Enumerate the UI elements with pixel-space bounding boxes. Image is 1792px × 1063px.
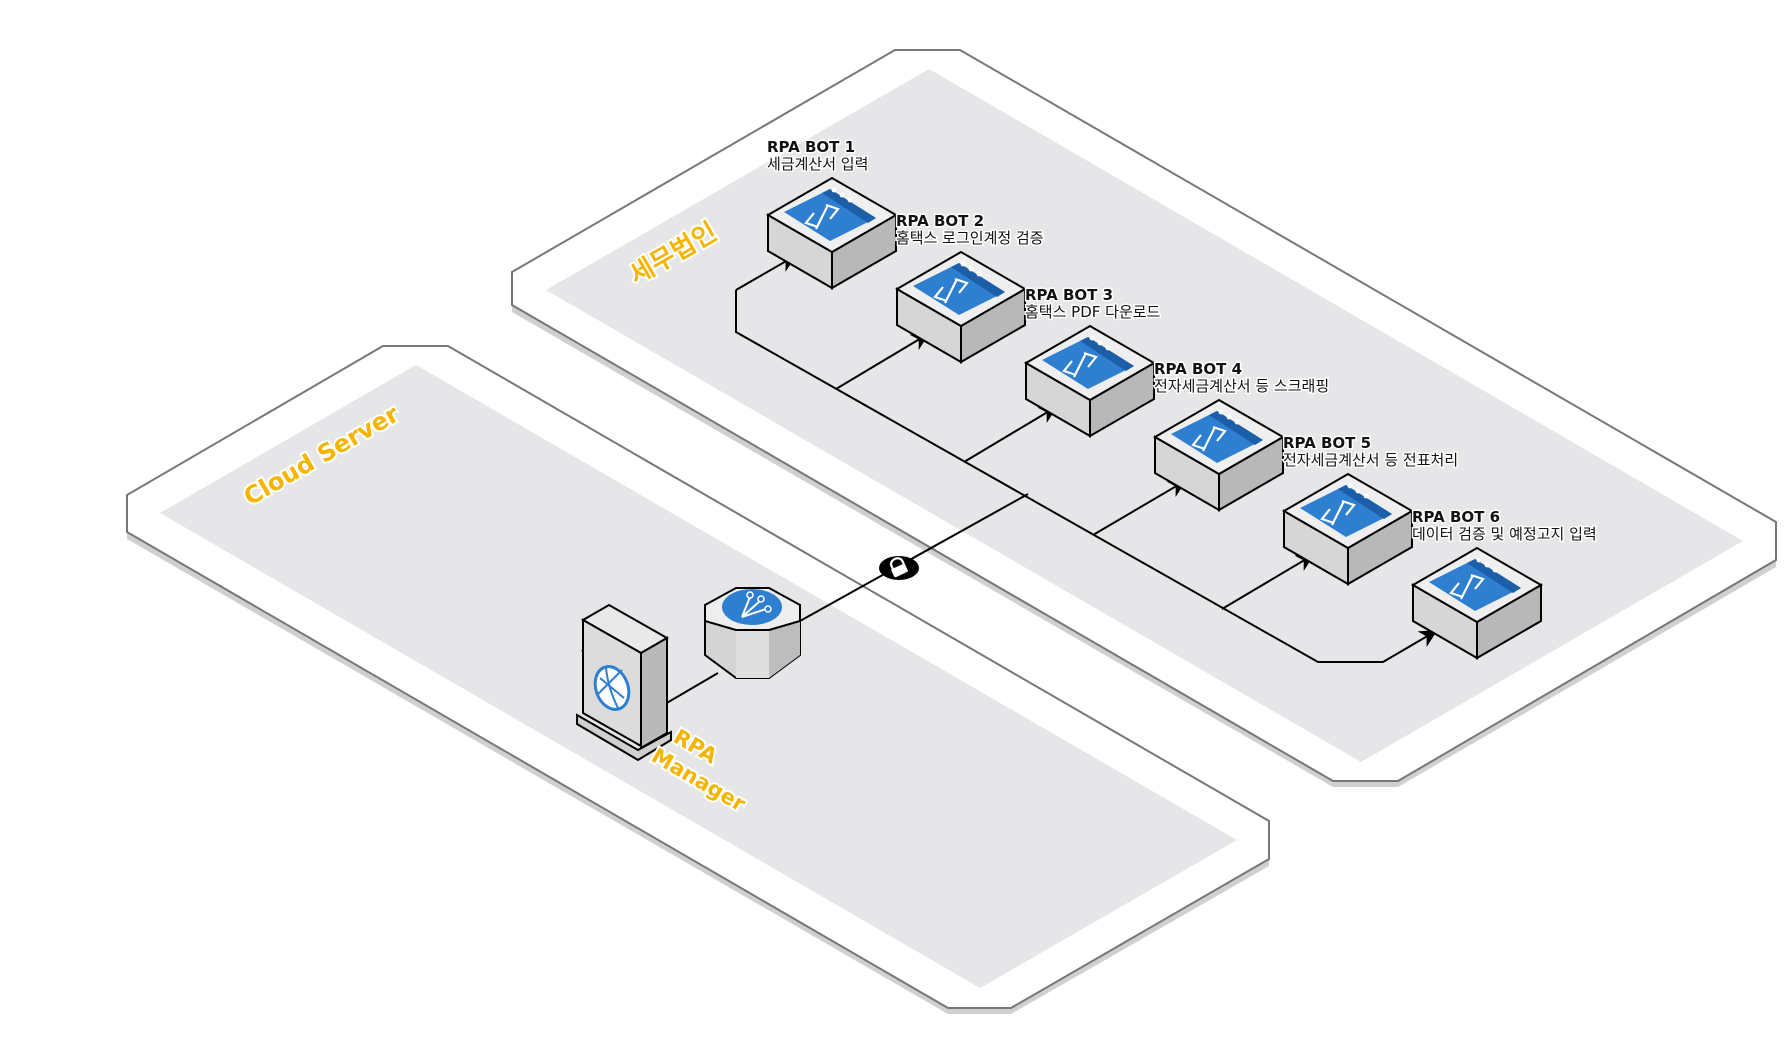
bot-title: RPA BOT 3: [1025, 286, 1113, 304]
distribution-hub[interactable]: [704, 587, 801, 679]
bot-title: RPA BOT 5: [1283, 434, 1371, 452]
code-window-icon: [1429, 557, 1521, 611]
bot-title: RPA BOT 1: [767, 138, 855, 156]
code-window-icon: [1171, 409, 1263, 463]
bot-title: RPA BOT 4: [1154, 360, 1242, 378]
lock-icon: [879, 556, 919, 580]
code-window-icon: [1042, 335, 1134, 389]
bot-description: 홈택스 PDF 다운로드: [1025, 303, 1161, 321]
code-window-icon: [913, 261, 1005, 315]
bot-description: 데이터 검증 및 예정고지 입력: [1412, 525, 1597, 543]
code-window-icon: [784, 187, 876, 241]
bot-title: RPA BOT 2: [896, 212, 984, 230]
rpa-manager-server[interactable]: [576, 603, 672, 762]
bot-title: RPA BOT 6: [1412, 508, 1500, 526]
bot-description: 홈택스 로그인계정 검증: [896, 229, 1044, 247]
bot-description: 세금계산서 입력: [767, 155, 868, 173]
distribution-hub-icon: [722, 589, 782, 625]
cloud-server-platform: [126, 345, 1270, 1014]
code-window-icon: [1300, 483, 1392, 537]
bot-description: 전자세금계산서 등 전표처리: [1283, 451, 1458, 469]
bot-description: 전자세금계산서 등 스크래핑: [1154, 377, 1329, 395]
globe-server-icon: [593, 665, 631, 711]
